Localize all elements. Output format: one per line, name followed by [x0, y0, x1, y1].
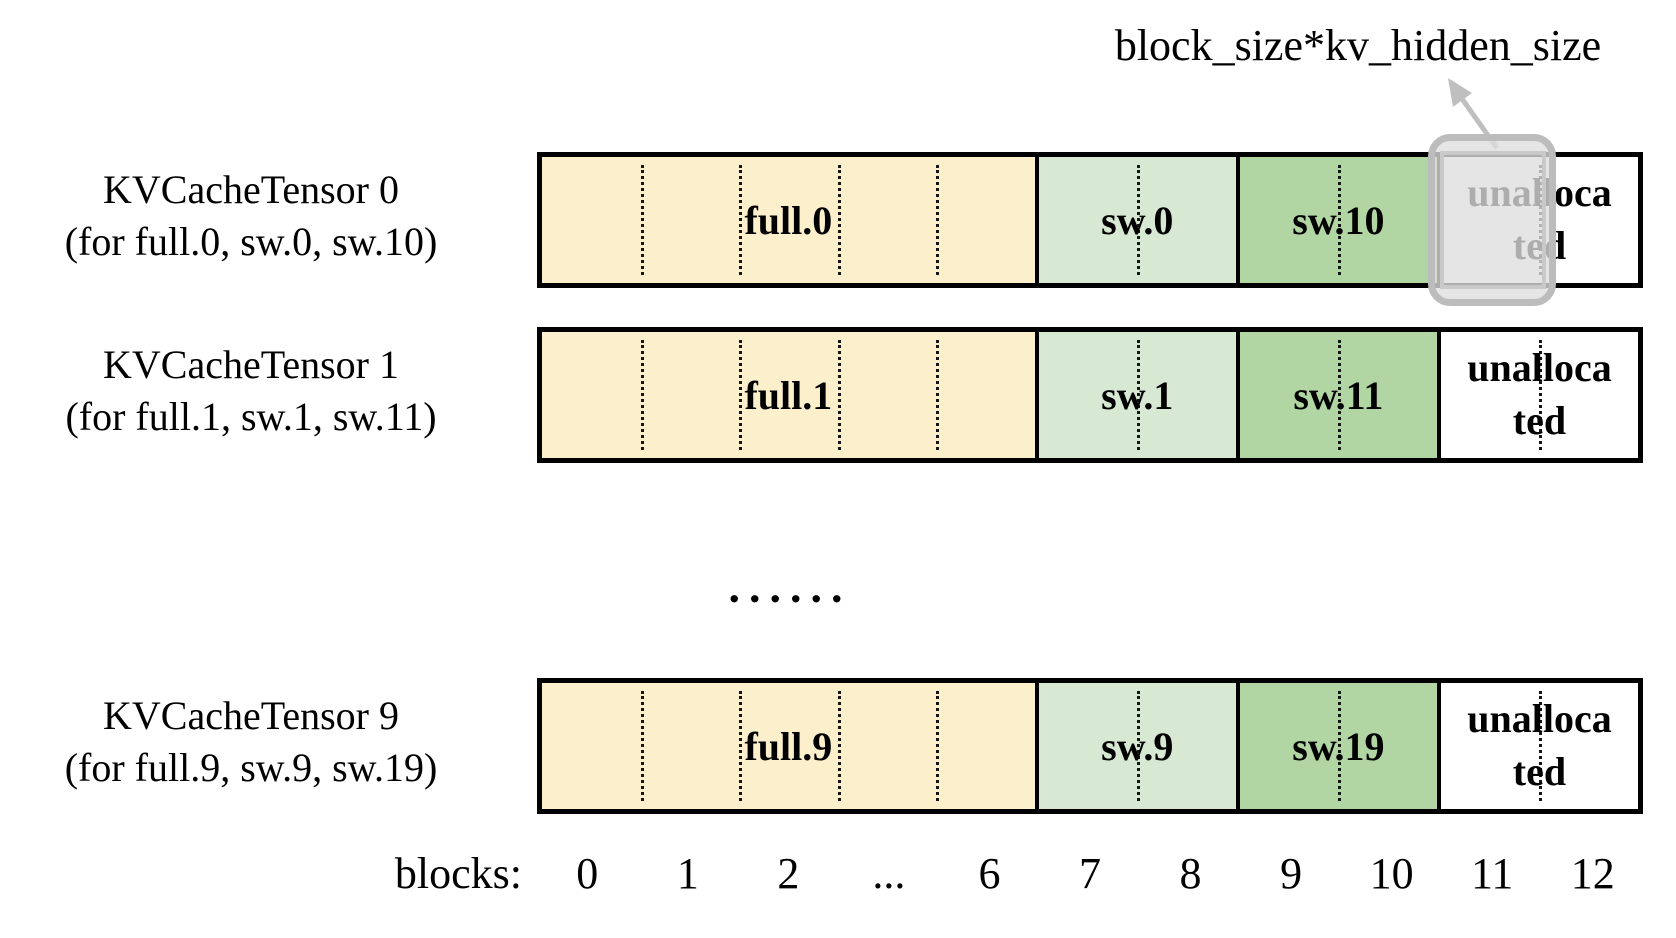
rows-ellipsis: ...... — [728, 561, 852, 612]
segment-unallocated-1: unallocated — [1440, 332, 1639, 458]
segment-full-0: full.0 — [542, 157, 1039, 283]
segment-label: full.1 — [744, 372, 833, 418]
segment-sw-0: sw.0 — [1038, 157, 1240, 283]
segment-label: sw.11 — [1293, 372, 1384, 418]
segment-label: sw.9 — [1101, 723, 1174, 769]
segment-full-1: full.1 — [542, 332, 1039, 458]
block-separator — [936, 691, 940, 801]
segment-sw-19: sw.19 — [1239, 683, 1441, 809]
block-separator — [837, 165, 841, 275]
block-separator — [1137, 691, 1141, 801]
segment-label: full.0 — [744, 197, 833, 243]
tensor-9-title: KVCacheTensor 9 — [103, 693, 399, 738]
segment-label: unallocated — [1467, 345, 1612, 443]
block-tick: 2 — [777, 849, 800, 898]
segment-sw-10: sw.10 — [1239, 157, 1441, 283]
block-tick: 10 — [1369, 849, 1414, 898]
block-separator — [739, 691, 743, 801]
block-separator — [1338, 691, 1342, 801]
tensor-9-label: KVCacheTensor 9 (for full.9, sw.9, sw.19… — [10, 690, 492, 794]
block-tick: 1 — [676, 849, 699, 898]
block-separator — [739, 340, 743, 450]
block-separator — [1338, 165, 1342, 275]
block-separator — [837, 340, 841, 450]
block-separator — [1539, 340, 1543, 450]
segment-unallocated-9: unallocated — [1440, 683, 1639, 809]
tensor-0-title: KVCacheTensor 0 — [103, 167, 399, 212]
blocks-axis: 0 1 2 ... 6 7 8 9 10 11 12 — [537, 848, 1643, 899]
segment-full-9: full.9 — [542, 683, 1039, 809]
tensor-1-subtitle: (for full.1, sw.1, sw.11) — [65, 394, 437, 439]
tensor-1-title: KVCacheTensor 1 — [103, 342, 399, 387]
tensor-0-label: KVCacheTensor 0 (for full.0, sw.0, sw.10… — [10, 164, 492, 268]
block-separator — [1338, 340, 1342, 450]
block-separator — [640, 165, 644, 275]
block-separator — [1539, 691, 1543, 801]
segment-label: sw.0 — [1101, 197, 1174, 243]
block-separator — [640, 340, 644, 450]
block-separator — [837, 691, 841, 801]
segment-sw-9: sw.9 — [1038, 683, 1240, 809]
block-separator — [936, 340, 940, 450]
tensor-1-label: KVCacheTensor 1 (for full.1, sw.1, sw.11… — [10, 339, 492, 443]
block-size-annotation: block_size*kv_hidden_size — [1114, 21, 1602, 70]
block-separator — [739, 165, 743, 275]
block-tick: 11 — [1471, 849, 1514, 898]
block-tick: 7 — [1079, 849, 1101, 898]
tensor-9-bar: full.9 sw.9 sw.19 unallocated — [537, 678, 1643, 814]
block-tick: 12 — [1570, 849, 1615, 898]
segment-sw-11: sw.11 — [1239, 332, 1441, 458]
block-tick: ... — [872, 849, 906, 898]
block-tick: 9 — [1280, 849, 1303, 898]
block-separator — [1137, 340, 1141, 450]
block-tick: 6 — [978, 849, 1001, 898]
segment-label: sw.19 — [1292, 723, 1385, 769]
tensor-0-subtitle: (for full.0, sw.0, sw.10) — [64, 219, 438, 264]
segment-sw-1: sw.1 — [1038, 332, 1240, 458]
tensor-1-bar: full.1 sw.1 sw.11 unallocated — [537, 327, 1643, 463]
block-separator — [936, 165, 940, 275]
segment-label: sw.1 — [1101, 372, 1174, 418]
block-separator — [1137, 165, 1141, 275]
segment-label: unallocated — [1467, 696, 1612, 794]
blocks-axis-label: blocks: — [394, 849, 522, 898]
block-tick: 8 — [1179, 849, 1202, 898]
block-tick: 0 — [576, 849, 599, 898]
tensor-9-subtitle: (for full.9, sw.9, sw.19) — [64, 745, 438, 790]
block-size-highlight — [1428, 134, 1556, 306]
segment-label: full.9 — [744, 723, 833, 769]
block-separator — [640, 691, 644, 801]
segment-label: sw.10 — [1292, 197, 1385, 243]
